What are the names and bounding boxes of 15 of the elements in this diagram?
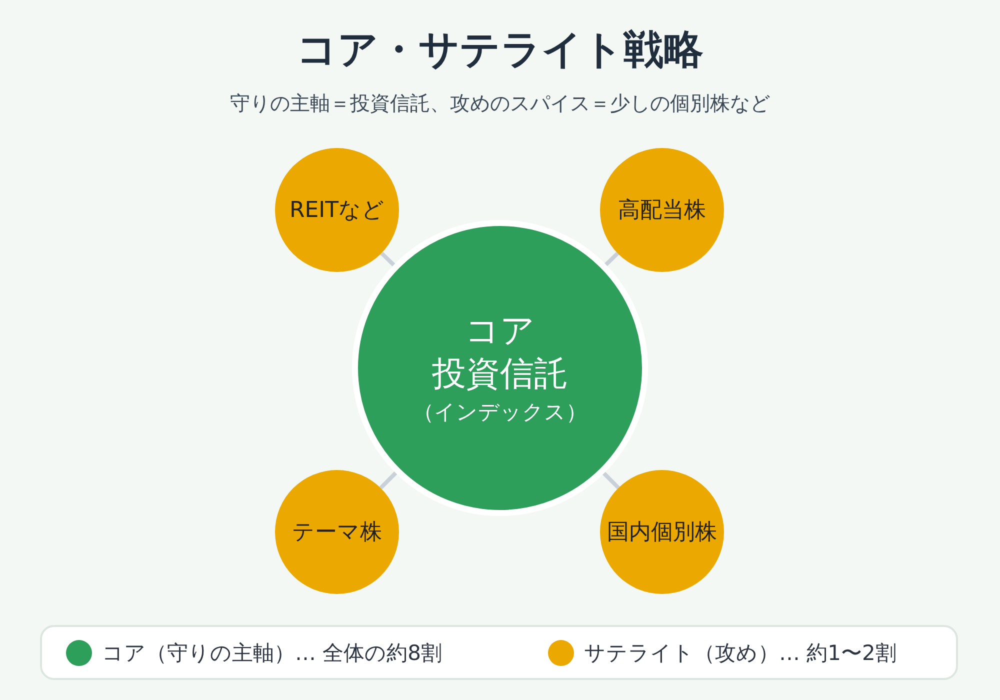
connector-line (602, 472, 620, 490)
node-text: コア (465, 310, 535, 353)
title: コア・サテライト戦略 (296, 26, 704, 75)
node-text: テーマ株 (292, 519, 382, 547)
connector-line (380, 252, 396, 266)
node-subtext: （インデックス） (413, 399, 587, 426)
connector-line (604, 252, 620, 266)
connector-line (379, 472, 398, 490)
legend-text: コア（守りの主軸）… 全体の約8割 (102, 640, 442, 666)
node-text: 国内個別株 (607, 519, 717, 547)
legend-text: サテライト（攻め）… 約1〜2割 (584, 640, 896, 666)
node-text: REITなど (289, 197, 385, 225)
subtitle: 守りの主軸＝投資信託、攻めのスパイス＝少しの個別株など (229, 90, 771, 117)
node-text: 投資信託 (432, 352, 568, 396)
node-text: 高配当株 (618, 197, 706, 225)
